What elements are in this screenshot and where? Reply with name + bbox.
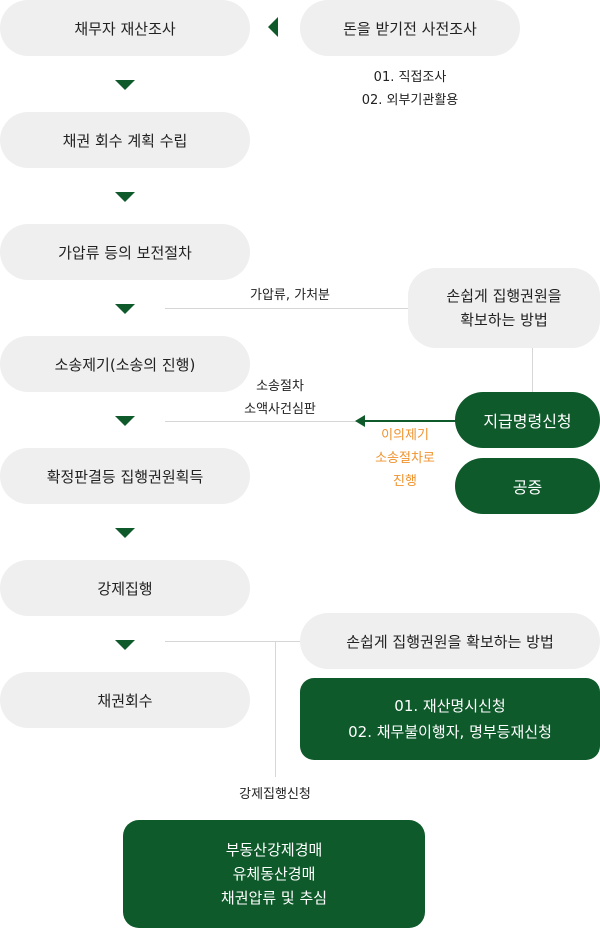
enforcement-line: 채권압류 및 추심 [220,889,328,907]
preservation-label-text: 가압류, 가처분 [249,288,331,303]
easy-method-box: 손쉽게 집행권원을 확보하는 방법 [408,268,600,348]
easy-method-line: 손쉽게 집행권원을 [446,287,562,305]
asset-disclosure-line: 01. 재산명시신청 [394,697,506,715]
enforcement-label-text: 강제집행신청 [239,787,311,802]
asset-disclosure-box: 01. 재산명시신청 02. 채무불이행자, 명부등재신청 [300,678,600,760]
easy-method-2-box: 손쉽게 집행권원을 확보하는 방법 [300,613,600,669]
notary-box: 공증 [455,458,600,514]
arrow-down-icon [115,640,135,650]
step-recovery-plan-label: 채권 회수 계획 수립 [62,131,188,150]
pre-survey-item: 01. 직접조사 [373,70,447,85]
asset-disclosure-line: 02. 채무불이행자, 명부등재신청 [348,723,552,741]
connector-litigation [165,421,365,422]
payment-order-note-line: 이의제기 [381,428,429,443]
litigation-line: 소액사건심판 [244,402,316,417]
step-recovery-plan: 채권 회수 계획 수립 [0,112,250,168]
step-preservation: 가압류 등의 보전절차 [0,224,250,280]
arrow-down-icon [115,80,135,90]
step-litigation: 소송제기(소송의 진행) [0,336,250,392]
step-debtor-asset-survey: 채무자 재산조사 [0,0,250,56]
arrow-down-icon [115,304,135,314]
step-debtor-asset-survey-label: 채무자 재산조사 [74,19,176,38]
payment-order-note: 이의제기 소송절차로 진행 [350,424,460,493]
payment-order-note-line: 소송절차로 [375,451,435,466]
step-enforcement-label: 강제집행 [97,579,153,598]
pre-survey-item: 02. 외부기관활용 [361,93,459,108]
payment-order-label: 지급명령신청 [483,412,572,431]
litigation-labels: 소송절차 소액사건심판 [220,375,340,421]
connector-easy-method-2 [165,641,300,642]
step-final-judgment-label: 확정판결등 집행권원획득 [46,467,204,486]
payment-order-box: 지급명령신청 [455,392,600,448]
notary-label: 공증 [512,478,543,497]
step-preservation-label: 가압류 등의 보전절차 [58,243,192,262]
arrow-left-icon [355,415,365,427]
step-debt-recovery-label: 채권회수 [97,691,153,710]
arrow-left-icon [268,17,278,37]
enforcement-line: 부동산강제경매 [225,841,323,859]
arrow-down-icon [115,192,135,202]
preservation-label: 가압류, 가처분 [230,284,350,307]
arrow-down-icon [115,416,135,426]
step-debt-recovery: 채권회수 [0,672,250,728]
easy-method-2-label: 손쉽게 집행권원을 확보하는 방법 [346,632,554,651]
pre-survey-title: 돈을 받기전 사전조사 [343,19,477,38]
pre-survey-box: 돈을 받기전 사전조사 [300,0,520,56]
step-litigation-label: 소송제기(소송의 진행) [54,355,196,374]
connector-enforcement-down [275,641,276,777]
enforcement-line: 유체동산경매 [232,865,316,883]
connector-method-down [532,348,533,394]
arrow-down-icon [115,528,135,538]
payment-order-note-line: 진행 [393,474,417,489]
arrow-left-line [365,420,457,422]
enforcement-label: 강제집행신청 [215,783,335,806]
step-final-judgment: 확정판결등 집행권원획득 [0,448,250,504]
connector-preservation [165,308,410,309]
pre-survey-items: 01. 직접조사 02. 외부기관활용 [320,66,500,112]
easy-method-line: 확보하는 방법 [460,311,548,329]
step-enforcement: 강제집행 [0,560,250,616]
enforcement-box: 부동산강제경매 유체동산경매 채권압류 및 추심 [123,820,425,928]
litigation-line: 소송절차 [256,379,304,394]
